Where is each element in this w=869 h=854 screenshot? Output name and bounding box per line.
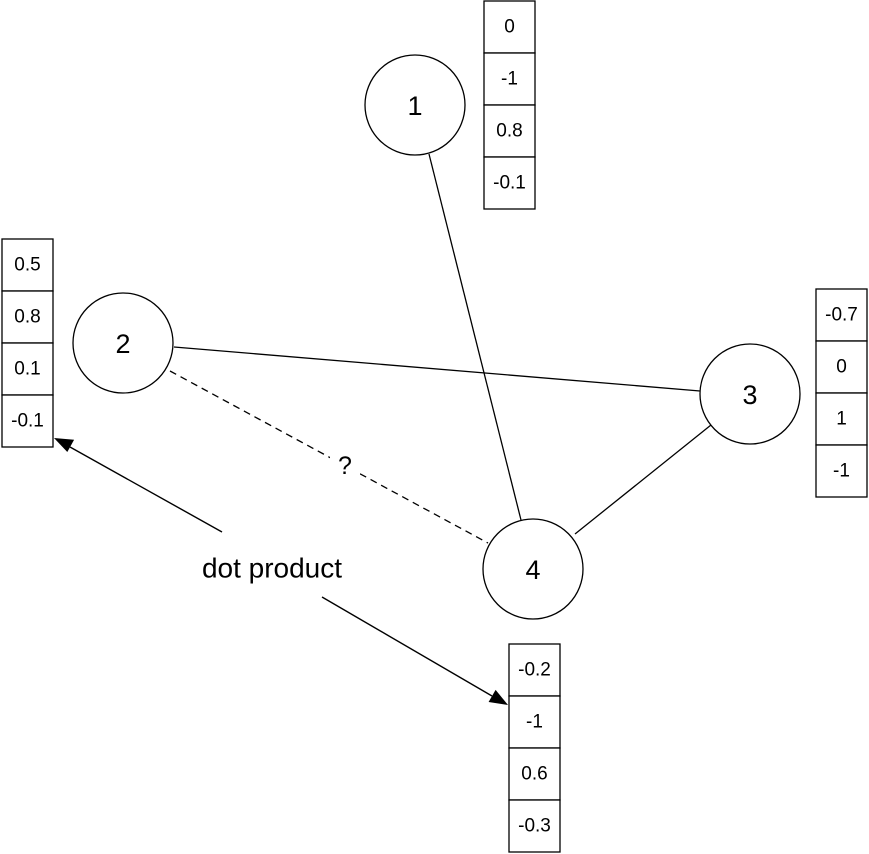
node-2-label: 2 <box>115 329 130 359</box>
vector-node-1-value: -1 <box>501 69 518 90</box>
edge-1-4 <box>428 153 522 521</box>
vector-node-1-cell <box>483 156 536 210</box>
vector-node-4-value: -0.3 <box>518 816 551 837</box>
edge-3-4 <box>574 424 712 535</box>
vector-node-1-value: 0 <box>504 17 515 38</box>
node-2-circle <box>72 292 174 394</box>
vector-node-3-cell <box>815 444 868 498</box>
vector-node-2-cell <box>1 394 54 448</box>
vector-node-4-value: -1 <box>526 712 543 733</box>
vector-node-4-value: 0.6 <box>521 764 547 785</box>
vector-node-3-value: 1 <box>836 409 847 430</box>
vector-node-4-cell <box>508 695 561 749</box>
arrow-line-to-node-2-vector <box>69 446 223 533</box>
vector-node-3-value: -1 <box>833 461 850 482</box>
node-1-label: 1 <box>407 91 422 121</box>
vector-node-1: 0 -1 0.8 -0.1 <box>483 0 536 210</box>
vector-node-4-cell <box>508 747 561 801</box>
question-label-bg <box>330 449 360 483</box>
vector-node-3-cell <box>815 288 868 342</box>
vector-node-1-value: 0.8 <box>496 121 522 142</box>
node-1[interactable]: 1 <box>364 54 466 156</box>
vector-node-3: -0.7 0 1 -1 <box>815 288 868 498</box>
vector-node-2: 0.5 0.8 0.1 -0.1 <box>1 238 54 448</box>
node-4-circle <box>482 518 584 620</box>
arrow-line-to-node-4-vector <box>321 596 493 697</box>
vector-node-3-cell <box>815 392 868 446</box>
node-4-label: 4 <box>525 555 540 585</box>
edge-2-3 <box>173 346 701 392</box>
node-2[interactable]: 2 <box>72 292 174 394</box>
vector-node-4-value: -0.2 <box>518 660 551 681</box>
vector-node-2-cell <box>1 238 54 292</box>
arrow-head-icon <box>54 438 75 452</box>
dot-product-arrow-up <box>54 438 223 533</box>
vector-node-4-cell <box>508 643 561 697</box>
vector-node-2-value: 0.1 <box>14 359 40 380</box>
vector-node-2-cell <box>1 290 54 344</box>
dot-product-label: dot product <box>202 553 342 584</box>
vector-node-3-cell <box>815 340 868 394</box>
vector-node-1-value: -0.1 <box>493 173 526 194</box>
vector-node-4-cell <box>508 799 561 853</box>
vector-node-2-cell <box>1 342 54 396</box>
dot-product-arrow-down <box>321 596 508 705</box>
node-3-circle <box>699 343 801 445</box>
arrow-head-icon <box>488 689 508 705</box>
vector-node-2-value: -0.1 <box>11 411 44 432</box>
node-3[interactable]: 3 <box>699 343 801 445</box>
vector-node-2-value: 0.5 <box>14 255 40 276</box>
node-4[interactable]: 4 <box>482 518 584 620</box>
node-3-label: 3 <box>742 380 757 410</box>
edge-2-4-dashed <box>169 370 489 544</box>
vector-node-2-value: 0.8 <box>14 307 40 328</box>
edge-2-4-label: ? <box>338 452 352 480</box>
node-1-circle <box>364 54 466 156</box>
vector-node-4: -0.2 -1 0.6 -0.3 <box>508 643 561 853</box>
vector-node-3-value: -0.7 <box>825 305 858 326</box>
vector-node-3-value: 0 <box>836 357 847 378</box>
